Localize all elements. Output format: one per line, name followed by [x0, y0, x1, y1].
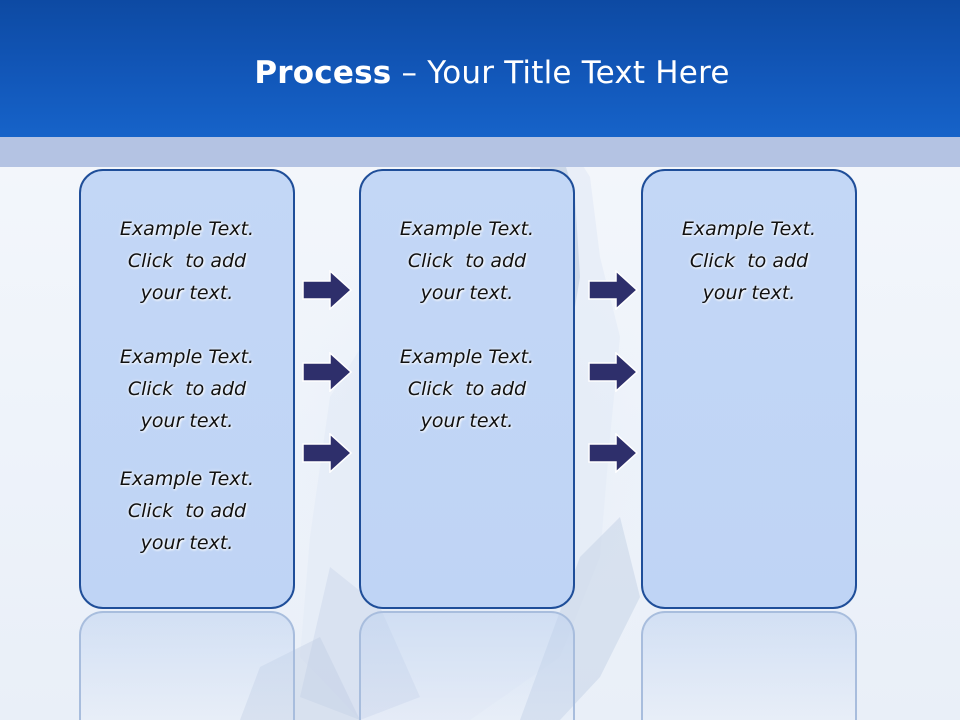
box-1-text-3[interactable]: Example Text. Click to add your text. — [119, 468, 255, 554]
box-2-reflection — [359, 611, 575, 720]
process-box-1[interactable]: Example Text. Click to add your text. Ex… — [79, 169, 295, 609]
right-arrow-icon — [302, 270, 352, 310]
box-1-reflection — [79, 611, 295, 720]
title-rest: – Your Title Text Here — [391, 55, 730, 91]
box-1-text-2[interactable]: Example Text. Click to add your text. — [119, 346, 255, 432]
right-arrow-icon — [588, 352, 638, 392]
title-bar — [0, 0, 960, 137]
process-box-3[interactable]: Example Text. Click to add your text. — [641, 169, 857, 609]
title-bold: Process — [254, 55, 392, 91]
right-arrow-icon — [588, 433, 638, 473]
right-arrow-icon — [588, 270, 638, 310]
header-band — [0, 137, 960, 167]
slide-title[interactable]: Process – Your Title Text Here — [0, 55, 960, 91]
box-3-reflection — [641, 611, 857, 720]
box-2-text-2[interactable]: Example Text. Click to add your text. — [399, 346, 535, 432]
box-2-text-1[interactable]: Example Text. Click to add your text. — [399, 218, 535, 304]
box-3-text-1[interactable]: Example Text. Click to add your text. — [681, 218, 817, 304]
right-arrow-icon — [302, 433, 352, 473]
process-box-2[interactable]: Example Text. Click to add your text. Ex… — [359, 169, 575, 609]
right-arrow-icon — [302, 352, 352, 392]
box-1-text-1[interactable]: Example Text. Click to add your text. — [119, 218, 255, 304]
